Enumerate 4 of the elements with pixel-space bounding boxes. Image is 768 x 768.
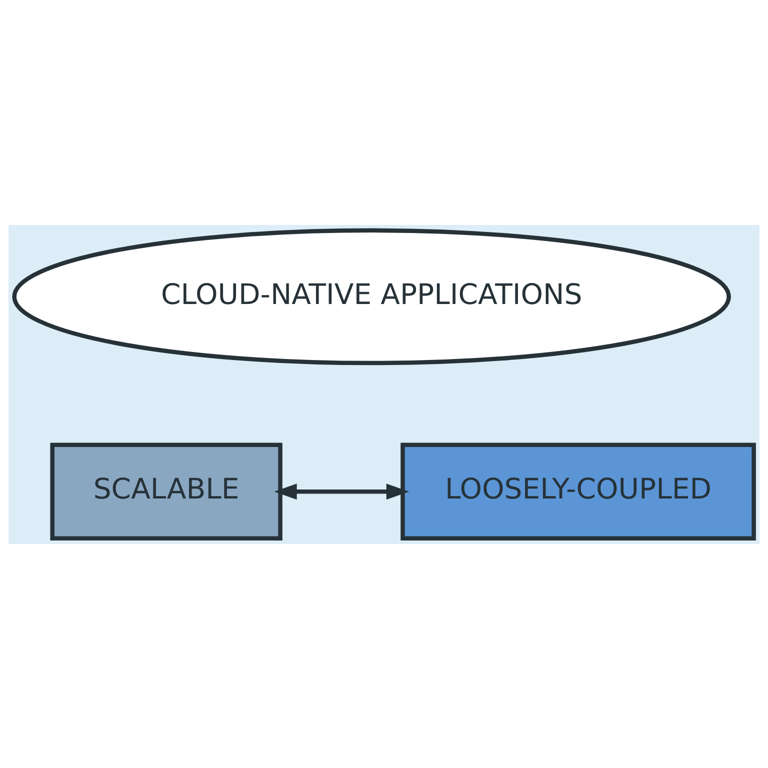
node-box: SCALABLE — [50, 442, 282, 540]
node-ellipse: CLOUD-NATIVE APPLICATIONS — [12, 228, 731, 365]
node-box: LOOSELY-COUPLED — [400, 442, 756, 540]
arrow — [274, 483, 410, 500]
